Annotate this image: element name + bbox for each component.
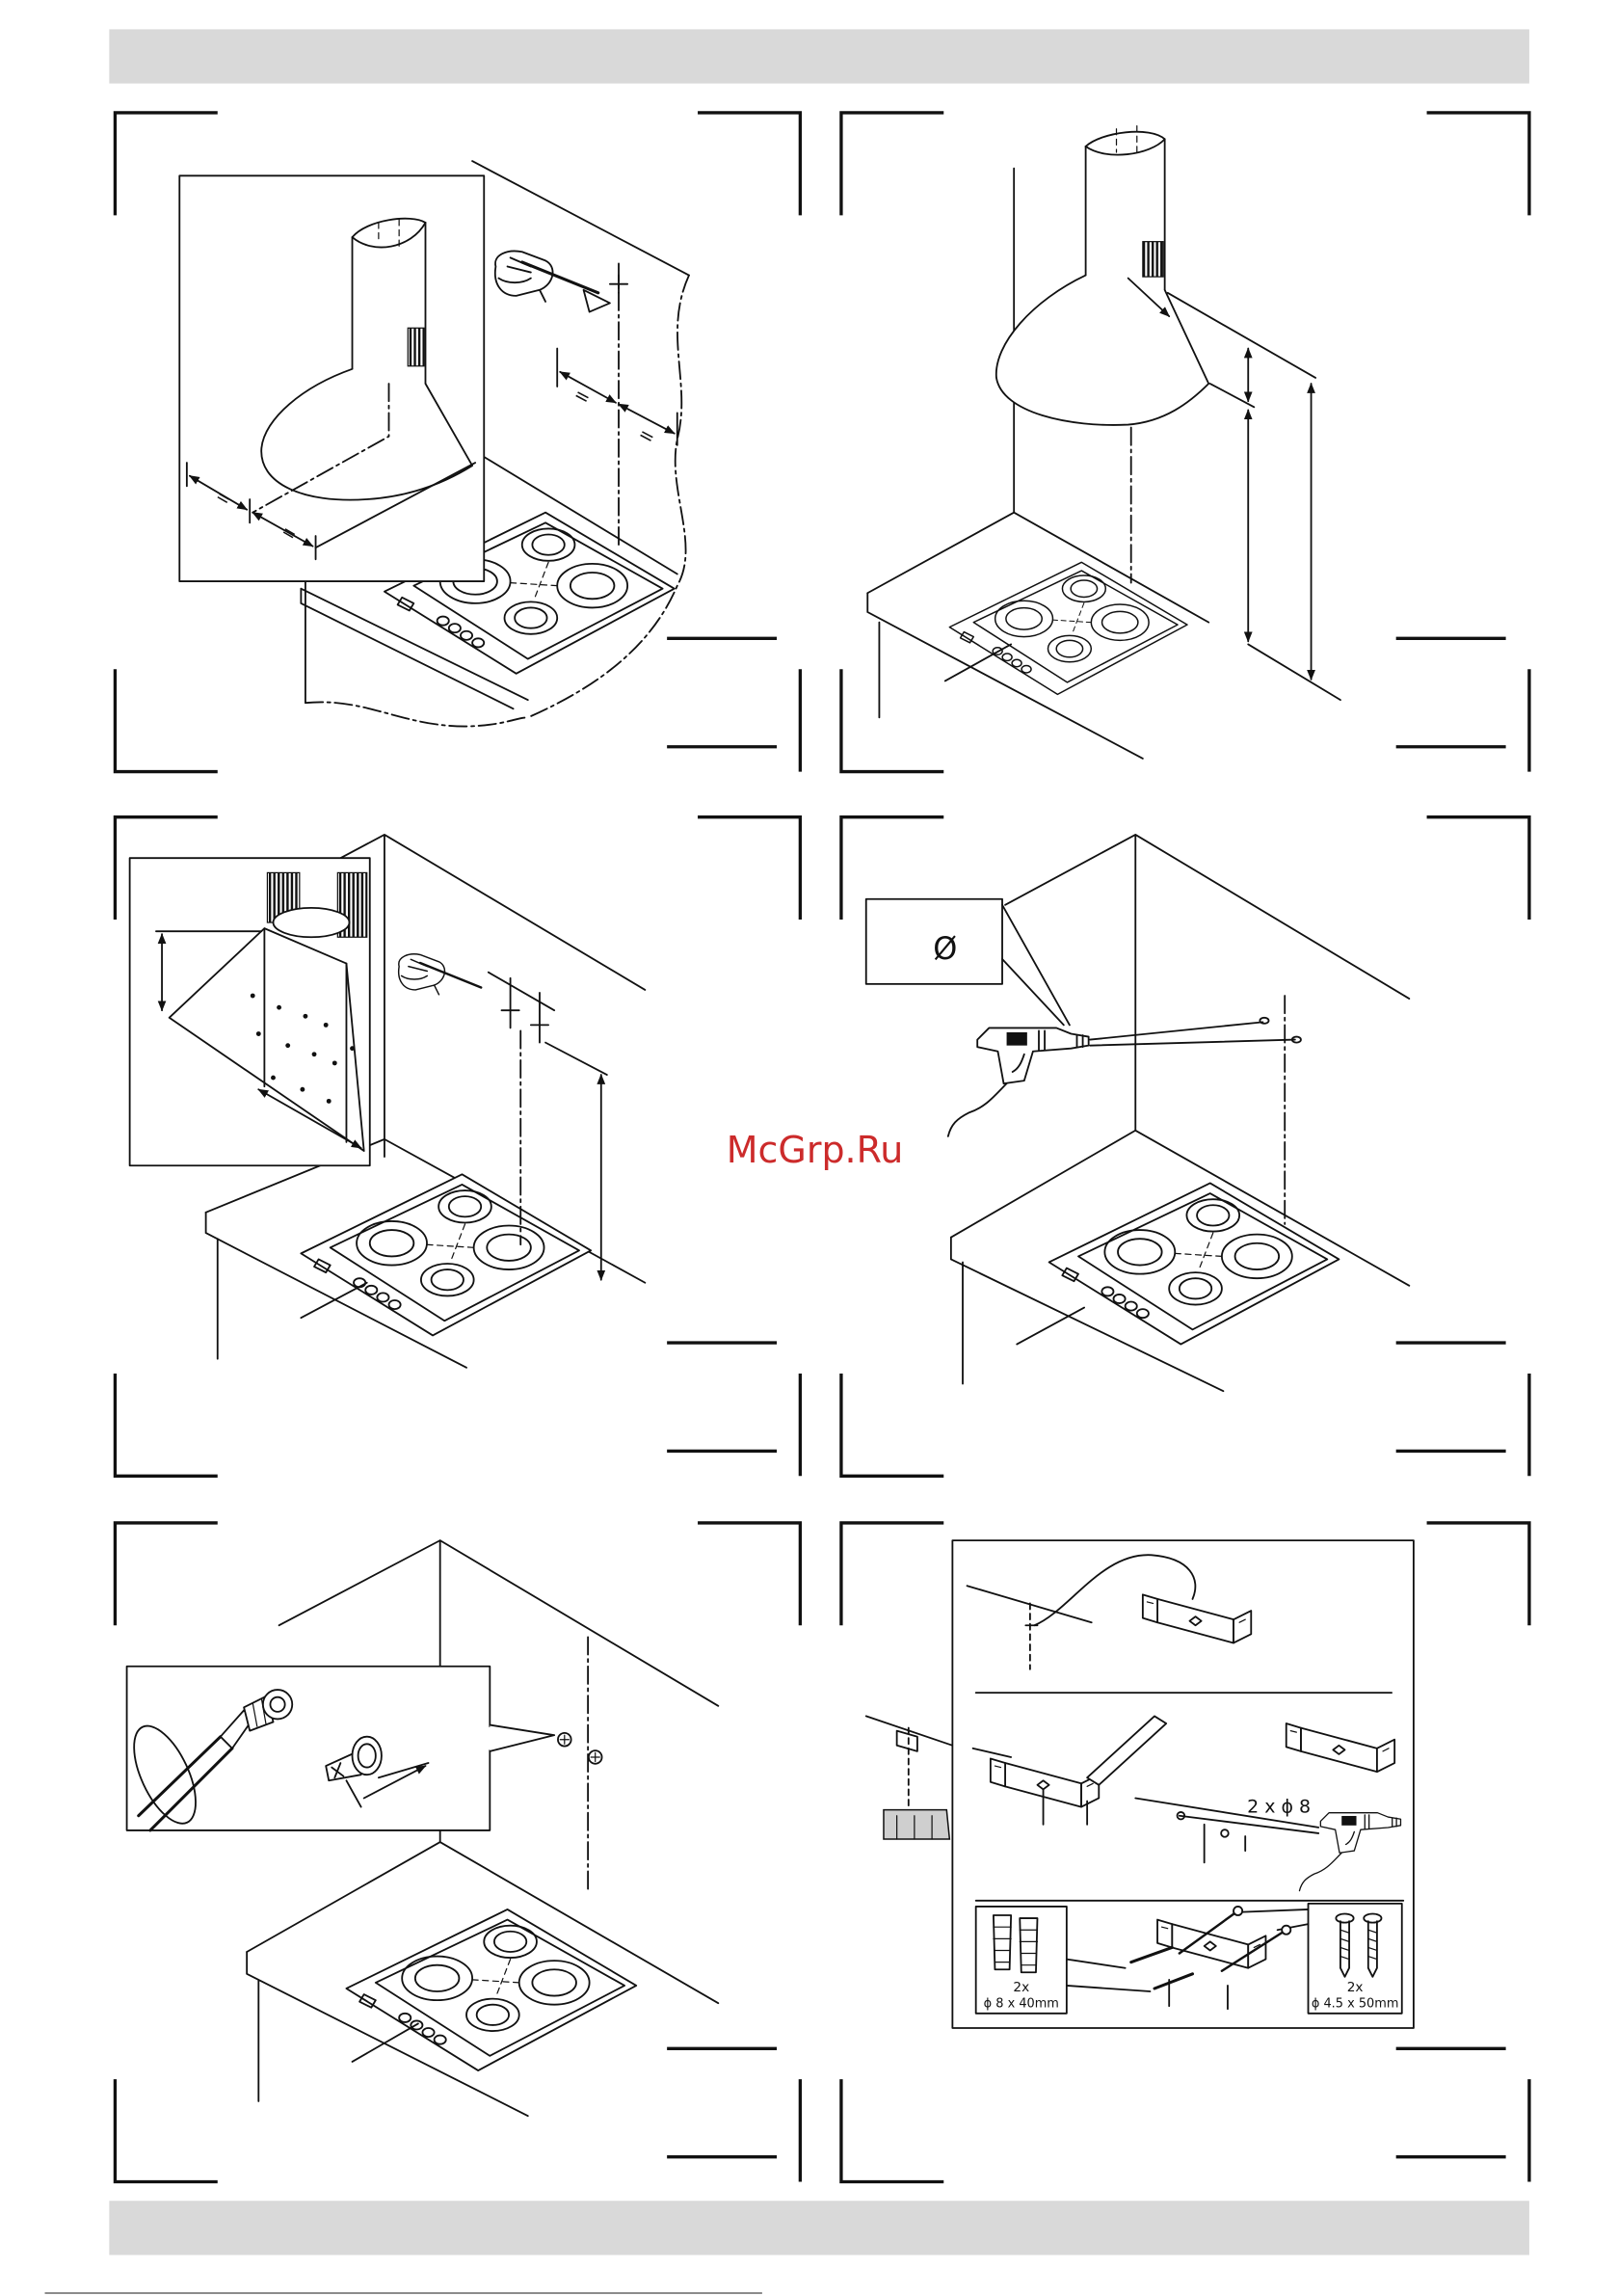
panel-1-room-scene-stroke [305,702,528,726]
panel-4-drill-bit-callout-stroke [1002,905,1070,1026]
panel-4-drill-icon [948,1028,1089,1135]
mounting-holes-stroke [303,1014,307,1019]
wall-plugs-box: 2x ϕ 8 x 40mm [976,1907,1067,2014]
mounting-holes-stroke [332,1060,337,1065]
equal-sign-label: = [570,383,595,410]
panel-3-fixing-marks-stroke [489,973,554,1010]
panel-1-hand-with-pencil [495,252,610,312]
drill-spec-label: 2 x ϕ 8 [1247,1797,1311,1818]
screws-box: 2x ϕ 4.5 x 50mm [1309,1904,1402,2014]
panel-5-insert-screws [121,1540,718,2116]
panel-1-room-scene-stroke [610,276,627,293]
mounting-holes-stroke [256,1031,261,1036]
panel-4-hob [1049,1183,1339,1344]
panel-2-crop-marks [841,113,1529,772]
panel-6-wall-reference-stroke [897,1731,917,1751]
footer-bar [109,2201,1529,2255]
panel-3-mark-fixing-points [130,835,646,1368]
panel-4-drill-holes-stroke [1005,835,1409,1131]
wall-plugs-box-stroke [1020,1918,1037,1972]
panel-5-screw-detail-inset-stroke [490,1725,554,1751]
panel-2-hood-stroke [1086,132,1165,147]
panel-3-fixing-marks-stroke [501,1010,548,1025]
watermark: McGrp.Ru [727,1129,904,1171]
drill-hole-marker [1260,1018,1268,1024]
wall-screws [558,1733,602,1764]
panel-4-drill-bit-callout: Ø [866,899,1070,1026]
hood-vent-grille [1143,242,1163,277]
screw-icon-stroke [353,1737,382,1775]
panel-2-hood [996,126,1208,425]
panel-3-hood-back-inset-stroke [273,908,349,937]
mounting-holes-stroke [350,1046,355,1051]
mounting-holes-stroke [271,1076,276,1081]
hand-icon [495,252,598,302]
panel-5-screw-detail-inset-stroke [127,1667,491,1830]
screws-box-stroke [1336,1914,1353,1923]
panel-1-wall-dimension: = = [557,349,677,450]
panel-3-hand-with-pencil-icon [399,954,482,995]
panel-1-hood-inset: = = [179,175,484,581]
panel-4-drill-holes-stroke [1090,1022,1295,1045]
panel-2-hood-stroke [1086,139,1165,154]
mounting-holes-stroke [277,1005,281,1010]
panel-6-wall-reference [866,1716,953,1839]
plug-count-label: 2x [1013,1980,1029,1995]
panel-2-hood-stroke [1117,126,1137,152]
panel-3-fixing-marks-stroke [545,1043,607,1075]
panel-6-bracket-fixing: 2 x ϕ 8 2x ϕ 8 x 40mm 2x [866,1540,1414,2028]
hood-silhouette [884,1810,949,1839]
wall-plugs-box-stroke [994,1915,1011,1969]
header-bar [109,29,1529,83]
plug-size-label: ϕ 8 x 40mm [984,1997,1059,2012]
mounting-holes-stroke [300,1087,305,1092]
equal-sign-label: = [634,422,658,449]
panel-4-drill-holes-stroke [1017,1308,1084,1345]
hood-vent-grille [408,328,424,365]
screws-box-stroke [1364,1914,1381,1923]
wall-plug-icon-stroke [263,1690,292,1719]
mounting-holes-stroke [312,1052,317,1056]
mounting-holes-stroke [285,1043,290,1048]
screw-count-label: 2x [1347,1980,1364,1995]
panel-3-hood-back-inset [130,858,370,1165]
panel-4-drill-holes: Ø [866,835,1410,1391]
panel-1-mark-center-line: = = = = [179,161,689,726]
panel-6-step-fix-bracket-stroke [1282,1926,1290,1935]
panel-2-hood-height [867,126,1340,759]
screw-size-label: ϕ 4.5 x 50mm [1312,1997,1399,2012]
diameter-symbol-label: Ø [933,930,957,967]
mounting-holes-stroke [251,994,255,999]
mounting-holes-stroke [324,1023,329,1028]
panel-2-hood-height-stroke [945,644,1011,681]
panel-3-hob [301,1174,591,1335]
panel-5-screw-detail-inset [121,1667,554,1832]
panel-3-mark-fixing-points-stroke [340,835,645,1157]
panel-6-step-fix-bracket-stroke [1233,1907,1242,1915]
mounting-holes-stroke [327,1099,332,1104]
